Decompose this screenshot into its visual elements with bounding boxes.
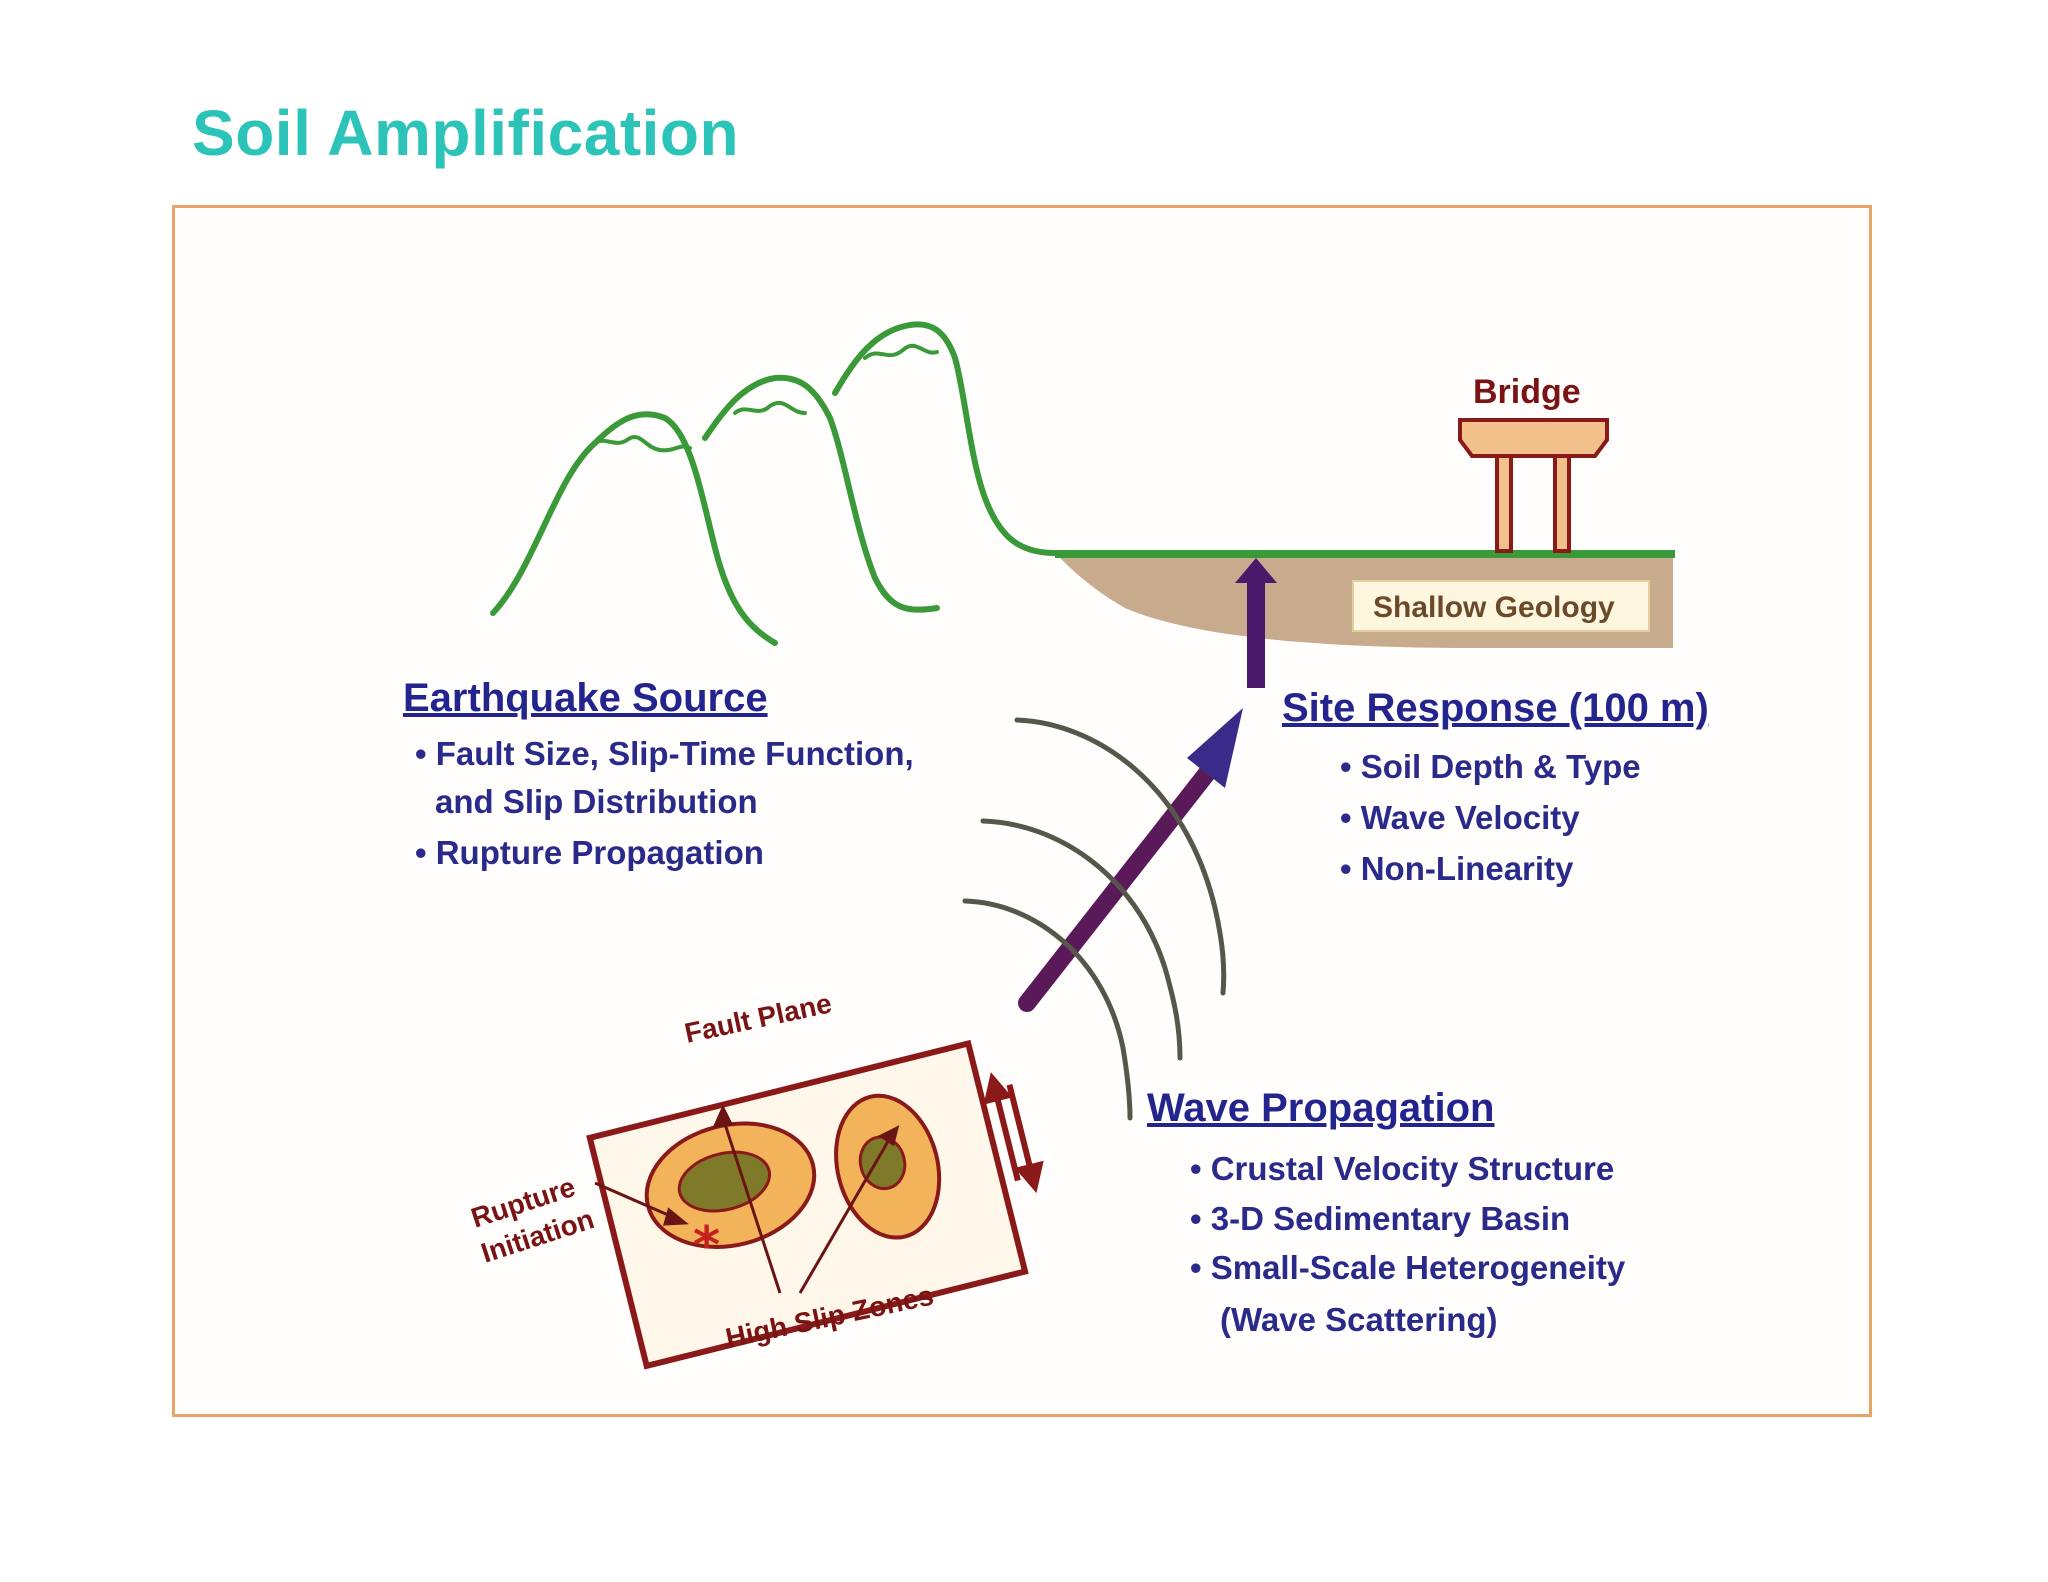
soil-amplification-diagram: Shallow Geology Bridge Earthquake Sour — [403, 321, 1709, 1370]
wave-3 — [962, 898, 1133, 1121]
site-arrow — [1235, 558, 1277, 688]
shallow-geology-box — [1352, 580, 1650, 632]
ground-section: Shallow Geology — [1055, 550, 1675, 648]
bridge-icon: Bridge — [1458, 373, 1609, 553]
wave-propagation-section: Wave Propagation • Crustal Velocity Stru… — [1147, 1086, 1626, 1338]
earthquake-source-bullet-2: and Slip Distribution — [435, 783, 758, 820]
site-response-bullet-1: • Soil Depth & Type — [1340, 748, 1641, 785]
mountain-2 — [702, 374, 940, 613]
fault-plane-illustration — [586, 1039, 1044, 1370]
seismic-waves — [962, 717, 1227, 1121]
wave-propagation-arrow — [1018, 708, 1243, 1012]
site-response-bullet-2: • Wave Velocity — [1340, 799, 1580, 836]
wave-propagation-bullet-4: (Wave Scattering) — [1220, 1301, 1498, 1338]
earthquake-source-section: Earthquake Source • Fault Size, Slip-Tim… — [403, 676, 914, 871]
wave-propagation-bullet-3: • Small-Scale Heterogeneity — [1190, 1249, 1626, 1286]
mountain-1-ridge — [593, 435, 692, 453]
wave-2 — [980, 818, 1183, 1061]
high-slip-zone-2-core — [858, 1135, 907, 1191]
site-response-section: Site Response (100 m) • Soil Depth & Typ… — [1282, 686, 1709, 887]
slide-title: Soil Amplification — [192, 97, 740, 169]
bridge-label: Bridge — [1473, 373, 1581, 411]
earthquake-source-heading: Earthquake Source — [403, 676, 768, 720]
mountain-3-ridge — [863, 343, 939, 360]
mountain-1 — [490, 411, 778, 646]
shallow-geology-label: Shallow Geology — [1373, 591, 1615, 624]
figure-frame: Shallow Geology Bridge Earthquake Sour — [172, 205, 1872, 1417]
fault-pointers — [594, 1104, 900, 1294]
site-response-heading: Site Response (100 m) — [1282, 686, 1709, 730]
site-response-bullet-3: • Non-Linearity — [1340, 850, 1574, 887]
mountains-illustration — [490, 321, 1058, 646]
rupture-initiation-star-icon: * — [693, 1216, 720, 1276]
earthquake-source-bullet-3: • Rupture Propagation — [415, 834, 764, 871]
wave-1 — [1014, 717, 1227, 996]
mountain-3 — [832, 321, 1058, 556]
slip-direction-arrows — [983, 1072, 1044, 1194]
earthquake-source-bullet-1: • Fault Size, Slip-Time Function, — [415, 735, 914, 772]
wave-propagation-heading: Wave Propagation — [1147, 1086, 1494, 1130]
wave-propagation-bullet-1: • Crustal Velocity Structure — [1190, 1150, 1614, 1187]
mountain-2-ridge — [733, 400, 807, 415]
fault-plane-label: Fault Plane — [682, 987, 835, 1048]
wave-propagation-bullet-2: • 3-D Sedimentary Basin — [1190, 1200, 1570, 1237]
